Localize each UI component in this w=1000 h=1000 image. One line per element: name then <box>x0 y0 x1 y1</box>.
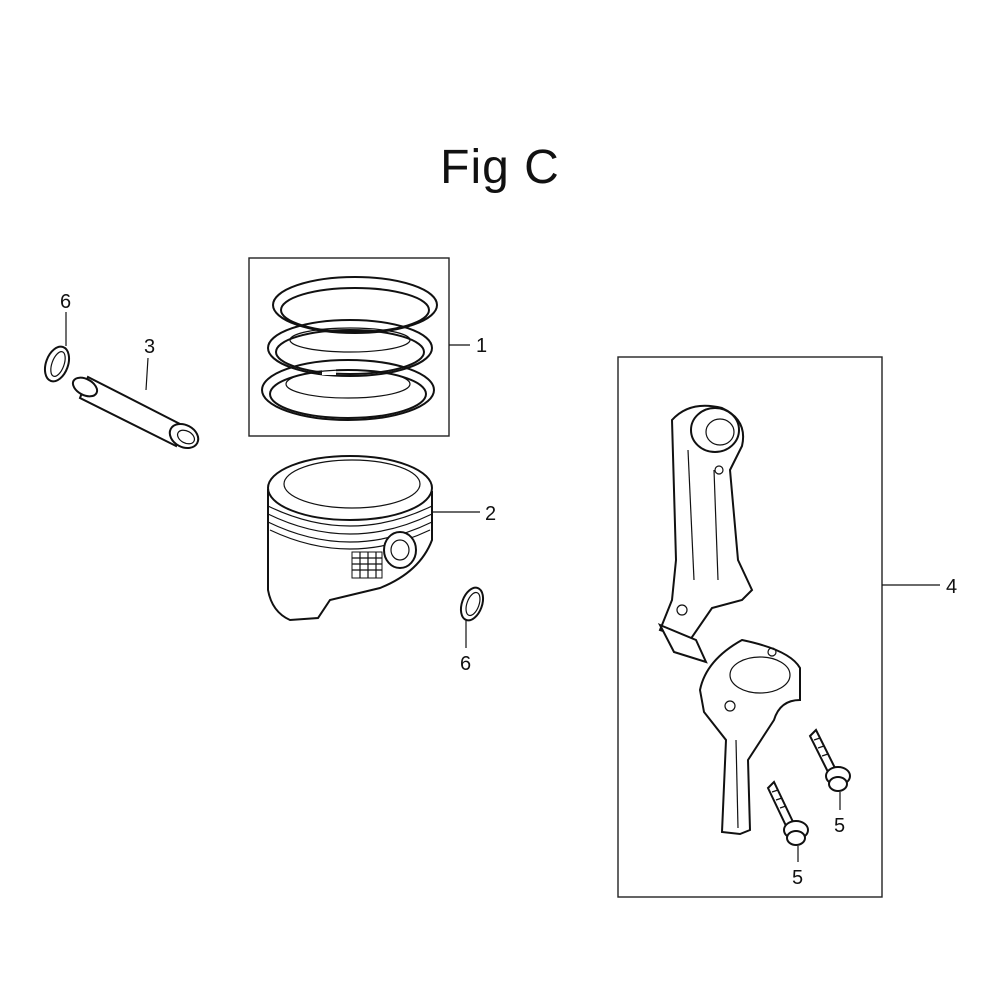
pin-clip-right <box>459 586 485 648</box>
second-ring <box>267 319 433 377</box>
callout-2: 2 <box>485 503 496 525</box>
callout-6-right: 6 <box>460 653 471 675</box>
oil-ring <box>261 359 435 421</box>
piston-ring-set <box>248 257 470 437</box>
callout-1: 1 <box>476 335 487 357</box>
pin-clip-left <box>43 312 71 383</box>
callout-4: 4 <box>946 576 957 598</box>
connecting-rod-assembly <box>617 356 940 898</box>
callout-6-left: 6 <box>60 291 71 313</box>
callout-5-lower: 5 <box>792 867 803 889</box>
bolt-lower <box>766 780 809 862</box>
ring-set-frame <box>248 257 450 437</box>
piston <box>267 455 480 622</box>
figure-title: Fig C <box>440 141 560 194</box>
piston-hatching <box>351 551 383 579</box>
rod-assembly-frame <box>617 356 883 898</box>
piston-pin <box>71 357 200 449</box>
callout-3: 3 <box>144 336 155 358</box>
callout-5-upper: 5 <box>834 815 845 837</box>
bolt-upper <box>808 728 851 810</box>
